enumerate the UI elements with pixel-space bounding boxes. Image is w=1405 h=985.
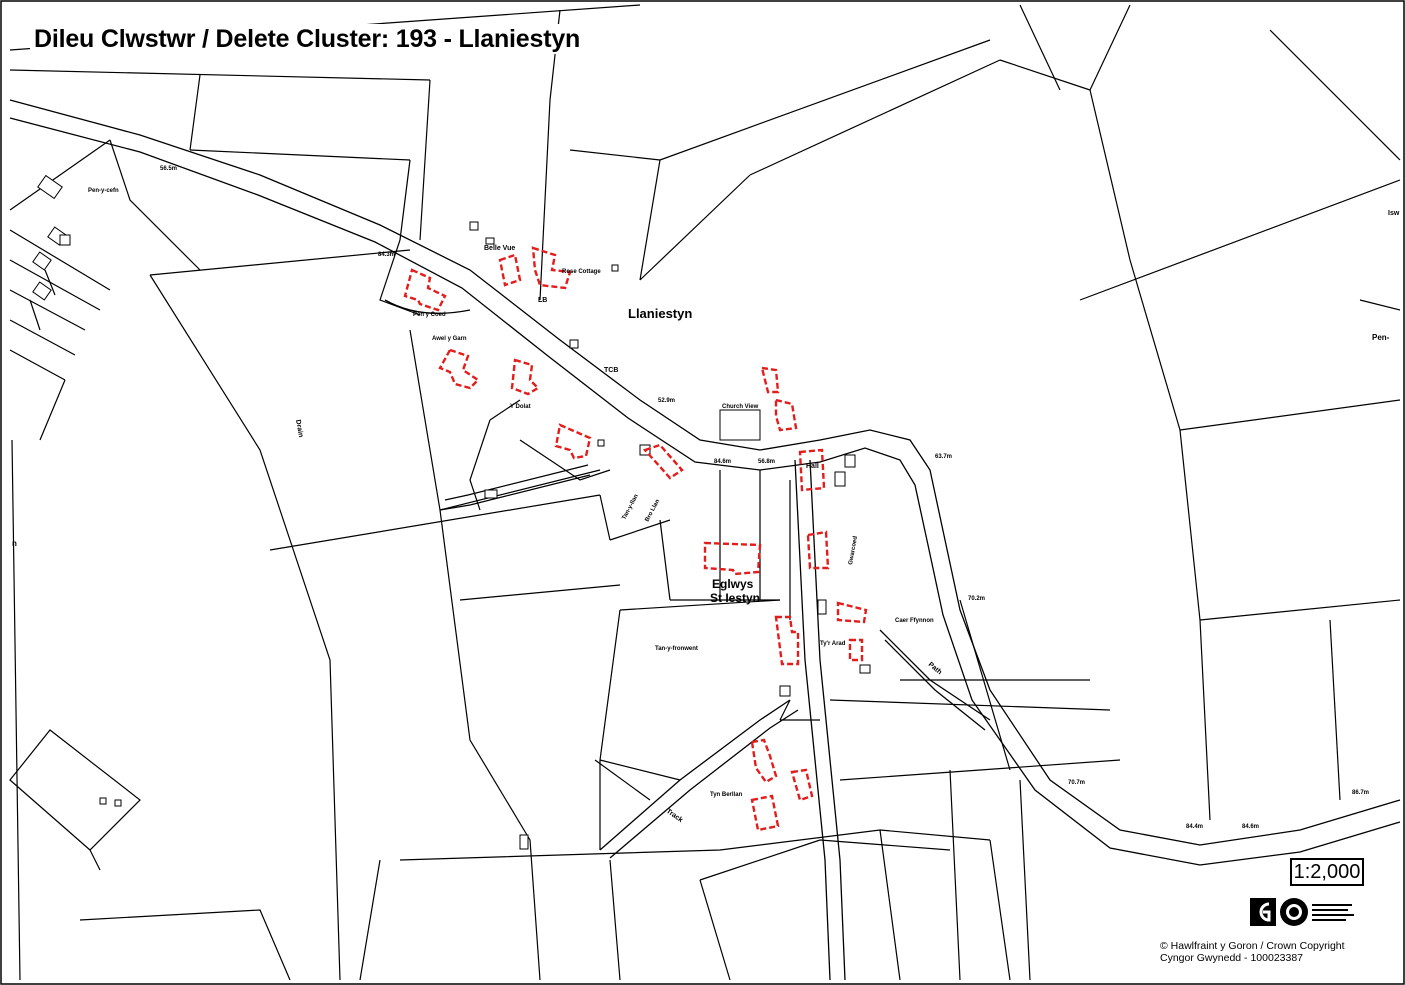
label-tyn-berllan: Tyn Berllan — [710, 792, 743, 798]
cluster-building — [531, 246, 572, 290]
spot-height: 56.5m — [160, 166, 177, 172]
map-labels: Llaniestyn Eglwys St Iestyn Pen-y-cefn B… — [12, 166, 1400, 830]
cluster-building — [554, 423, 592, 460]
label-belle-vue: Belle Vue — [484, 245, 515, 252]
label-pen-y-cefn: Pen-y-cefn — [88, 188, 119, 194]
spot-height: 84.6m — [1242, 824, 1259, 830]
anglesey-council-logo-icon — [1280, 898, 1308, 926]
label-lb: LB — [538, 297, 547, 304]
label-hall: Hall — [806, 463, 819, 470]
spot-height: 70.7m — [1068, 780, 1085, 786]
label-isw: Isw — [1388, 210, 1400, 217]
spot-height: 86.7m — [1352, 790, 1369, 796]
cluster-building — [798, 448, 826, 492]
label-church-view: Church View — [722, 404, 759, 410]
spot-height: 52.9m — [658, 398, 675, 404]
cluster-building — [774, 398, 798, 432]
label-y-dolat: Y Dolat — [510, 404, 531, 410]
roads — [9, 99, 1401, 981]
cluster-building — [760, 366, 780, 394]
label-gwarcoed: Gwarcoed — [848, 535, 859, 565]
council-logos — [1248, 892, 1388, 932]
label-drain: Drain — [294, 419, 304, 438]
label-tyr-arad: Ty'r Arad — [820, 641, 846, 647]
field-boundaries — [9, 4, 1401, 981]
cluster-building — [642, 443, 684, 480]
label-caer-ffynnon: Caer Ffynnon — [895, 618, 934, 624]
scale-indicator: 1:2,000 — [1290, 858, 1364, 886]
cluster-buildings — [403, 246, 868, 832]
label-rose-cottage: Rose Cottage — [562, 269, 601, 275]
gwynedd-council-logo-icon — [1250, 898, 1276, 926]
spot-height: 70.2m — [968, 596, 985, 602]
cluster-building — [750, 738, 778, 784]
label-pen-right: Pen- — [1372, 333, 1390, 342]
cluster-building — [774, 615, 800, 666]
spot-height: 84.4m — [1186, 824, 1203, 830]
spot-height: 84.6m — [714, 459, 731, 465]
label-m-left: n — [12, 539, 17, 548]
label-church: Eglwys — [712, 577, 754, 591]
cluster-building — [806, 530, 830, 570]
label-village: Llaniestyn — [628, 306, 692, 321]
spot-height: 63.7m — [935, 454, 952, 460]
cluster-building — [836, 601, 868, 624]
cluster-building — [498, 253, 522, 287]
cluster-building — [703, 541, 762, 576]
label-tcb: TCB — [604, 367, 618, 374]
copyright-line: © Hawlfraint y Goron / Crown Copyright — [1160, 940, 1345, 952]
cluster-building — [848, 638, 864, 662]
label-church-line2: St Iestyn — [710, 591, 760, 605]
cluster-building — [403, 268, 447, 312]
spot-height: 56.8m — [758, 459, 775, 465]
cluster-building — [510, 358, 540, 396]
map-title: Dileu Clwstwr / Delete Cluster: 193 - Ll… — [30, 24, 585, 54]
copyright-notice: © Hawlfraint y Goron / Crown Copyright C… — [1160, 940, 1400, 964]
licence-line: Cyngor Gwynedd - 100023387 — [1160, 952, 1304, 964]
other-buildings — [32, 174, 871, 850]
label-tan-y-fronwent: Tan-y-fronwent — [655, 646, 698, 652]
cluster-building — [750, 794, 780, 832]
spot-height: 84.3m — [378, 252, 395, 258]
cluster-building — [438, 348, 480, 390]
label-pen-y-coed: Pen y Coed — [413, 312, 446, 318]
label-awel-y-garn: Awel y Garn — [432, 336, 467, 342]
cluster-building — [790, 768, 814, 802]
